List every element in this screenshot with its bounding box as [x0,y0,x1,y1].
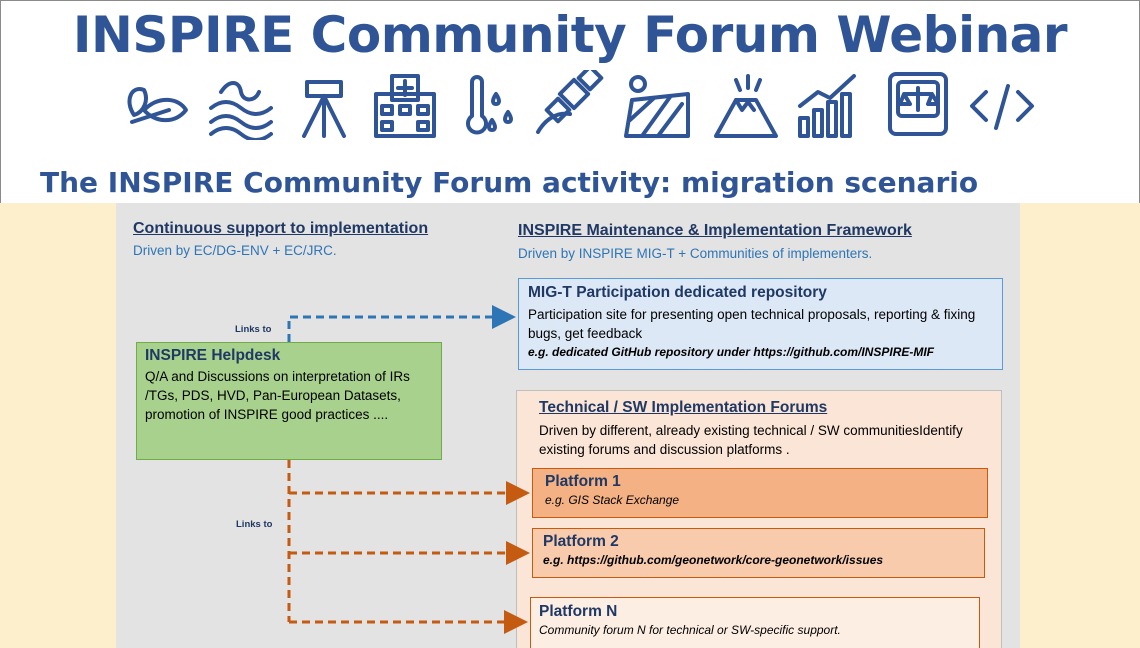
farmland-icon [624,75,690,138]
volcano-icon [714,74,778,138]
left-column-subheading: Driven by EC/DG-ENV + EC/JRC. [133,243,337,258]
platform-2-title: Platform 2 [543,533,619,550]
platform-n-example: Community forum N for technical or SW-sp… [539,623,841,637]
right-column-subheading: Driven by INSPIRE MIG-T + Communities of… [518,246,873,261]
code-icon [970,84,1034,130]
thermometer-rain-icon [466,75,513,135]
theme-icon-row [127,70,1034,140]
migt-repository-box: MIG-T Participation dedicated repository… [518,278,1003,370]
platform-2-box: Platform 2 e.g. https://github.com/geone… [532,528,985,578]
legal-book-icon [888,72,948,136]
migt-repository-example: e.g. dedicated GitHub repository under h… [528,345,935,359]
platform-2-example: e.g. https://github.com/geonetwork/core-… [543,553,884,567]
platform-1-box: Platform 1 e.g. GIS Stack Exchange [532,468,988,518]
satellite-icon [536,70,604,134]
links-to-label-top: Links to [235,324,272,335]
platform-n-box: Platform N Community forum N for technic… [530,597,980,648]
survey-tripod-icon [302,80,346,138]
arrow-helpdesk-to-migt [287,305,516,342]
hospital-building-icon [374,74,436,138]
forums-text: Driven by different, already existing te… [539,423,963,457]
forums-title: Technical / SW Implementation Forums [539,399,828,416]
migt-repository-title: MIG-T Participation dedicated repository [528,284,827,301]
platform-1-example: e.g. GIS Stack Exchange [545,493,680,507]
bar-chart-icon [798,74,856,138]
water-waves-icon [209,81,273,140]
slide-subtitle: The INSPIRE Community Forum activity: mi… [40,166,979,199]
left-column-heading: Continuous support to implementation [133,220,429,237]
right-column-heading: INSPIRE Maintenance & Implementation Fra… [518,222,912,239]
platform-n-title: Platform N [539,603,618,620]
helpdesk-text: Q/A and Discussions on interpretation of… [145,369,410,422]
platform-1-title: Platform 1 [545,473,621,490]
links-to-label-middle: Links to [236,519,273,530]
migt-repository-text: Participation site for presenting open t… [528,307,976,341]
slide-title: INSPIRE Community Forum Webinar [72,6,1068,64]
leaf-icon [127,87,188,124]
helpdesk-title: INSPIRE Helpdesk [145,347,281,364]
helpdesk-box: INSPIRE Helpdesk Q/A and Discussions on … [136,342,442,460]
